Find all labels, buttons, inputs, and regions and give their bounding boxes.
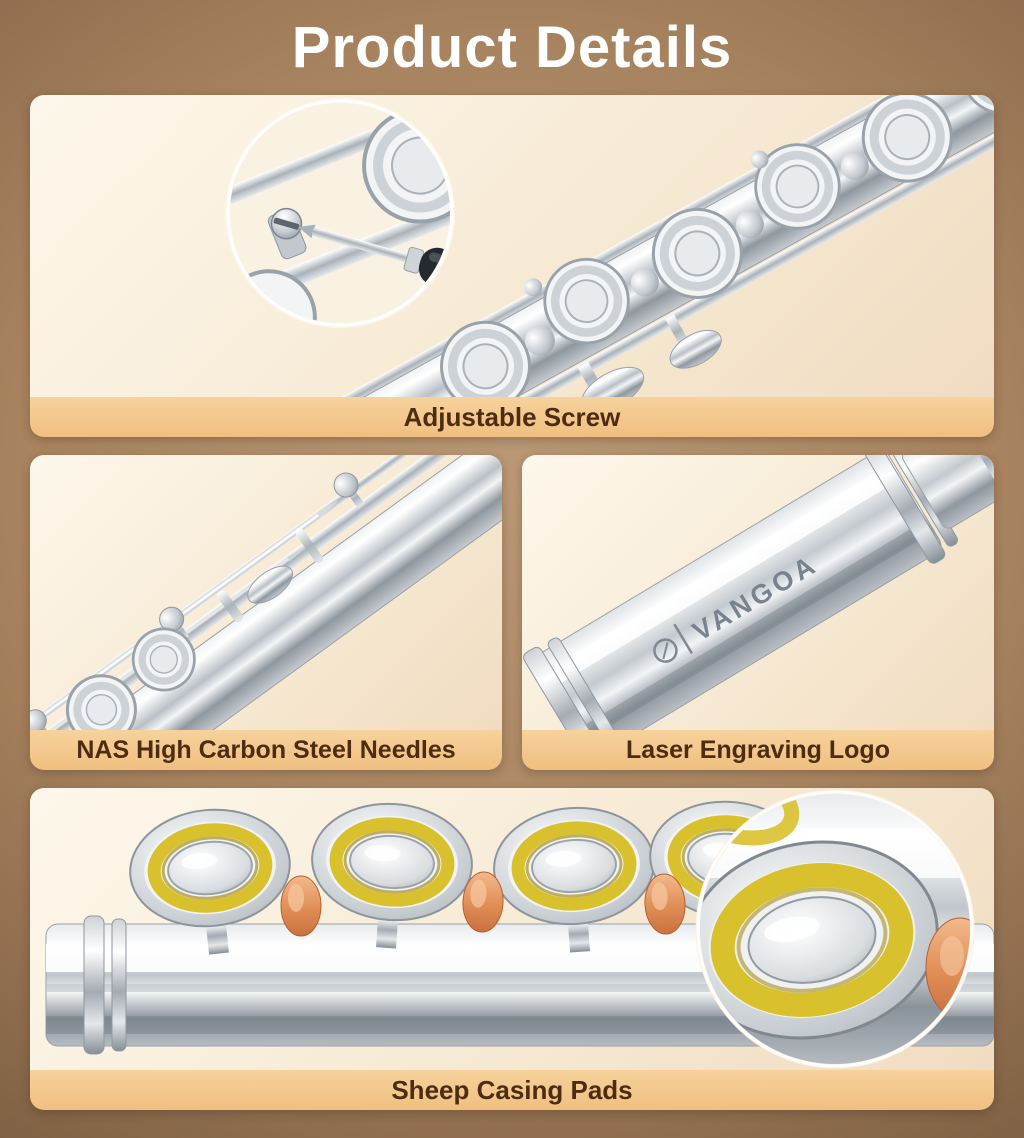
needles-photo — [30, 455, 502, 730]
pads-photo — [30, 788, 994, 1070]
panel-logo: VANGOA Laser Engraving Logo — [522, 455, 994, 770]
caption-needles: NAS High Carbon Steel Needles — [30, 730, 502, 770]
zoom-inset-adjustable-screw — [225, 98, 455, 328]
caption-adjustable-screw: Adjustable Screw — [30, 397, 994, 437]
magnified-pad — [700, 840, 939, 1040]
needles-illustration — [30, 455, 502, 730]
needle-spring — [316, 499, 340, 518]
page-title: Product Details — [291, 15, 733, 80]
zoom-inset-pad — [695, 789, 975, 1069]
joint-ring — [83, 915, 105, 1055]
pads-illustration — [45, 788, 994, 1069]
flute-body — [152, 95, 994, 397]
panel-pads: Sheep Casing Pads — [30, 788, 994, 1110]
flute-needles-body — [30, 455, 502, 730]
needle-spring — [287, 544, 308, 561]
flute-footjoint-body: VANGOA — [523, 455, 994, 730]
caption-pads: Sheep Casing Pads — [30, 1070, 994, 1110]
panels-container: Adjustable Screw — [30, 95, 994, 1110]
logo-illustration: VANGOA — [523, 455, 994, 730]
adjustable-screw-illustration — [152, 95, 994, 397]
cork-bumper — [280, 875, 322, 937]
joint-ring — [111, 918, 127, 1052]
panel-adjustable-screw: Adjustable Screw — [30, 95, 994, 437]
adjustable-screw-photo — [30, 95, 994, 397]
caption-logo: Laser Engraving Logo — [522, 730, 994, 770]
magnified-key-mechanism — [230, 103, 450, 323]
middle-row: NAS High Carbon Steel Needles — [30, 455, 994, 770]
panel-needles: NAS High Carbon Steel Needles — [30, 455, 502, 770]
logo-photo: VANGOA — [522, 455, 994, 730]
